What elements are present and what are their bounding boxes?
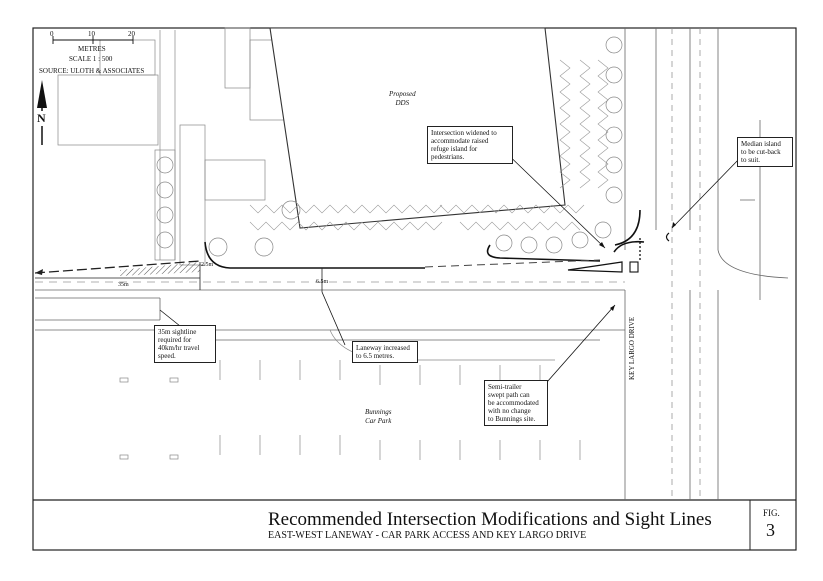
note-laneway: Laneway increased to 6.5 metres. [352, 341, 418, 363]
refuge-island-nose [629, 261, 639, 273]
dimension-25m-label: 2.5m [201, 262, 214, 268]
note-sightline: 35m sightline required for 40km/hr trave… [154, 325, 216, 363]
figure-number: 3 [766, 520, 775, 540]
sightline-hatch [120, 262, 200, 276]
drawing-subtitle: EAST-WEST LANEWAY - CAR PARK ACCESS AND … [268, 530, 587, 541]
proposed-dds-label: Proposed DDS [389, 90, 416, 107]
source-text: SOURCE: ULOTH & ASSOCIATES [39, 67, 145, 75]
trees [156, 36, 623, 257]
note-intersection: Intersection widened to accommodate rais… [427, 126, 513, 164]
laneway-edges [35, 289, 625, 341]
new-kerb-lines [204, 209, 645, 269]
scale-ratio: SCALE 1 : 500 [69, 55, 113, 63]
refuge-island [567, 261, 623, 273]
road-centreline [671, 28, 701, 500]
dimension-65m-label: 6.5m [316, 279, 329, 285]
north-label: N [37, 111, 46, 126]
dimension-35m-label: 35m [118, 282, 129, 288]
leader-arrowheads [599, 222, 676, 311]
median-island-nose [665, 232, 670, 242]
bunnings-label: Bunnings Car Park [365, 408, 392, 425]
note-semi-trailer: Semi-trailer swept path can be accommoda… [484, 380, 548, 426]
key-largo-drive-edges [624, 28, 789, 500]
scale-tick-10: 10 [88, 30, 95, 38]
road-name: KEY LARGO DRIVE [628, 316, 636, 380]
leader-lines [159, 144, 741, 391]
note-median: Median island to be cut-back to suit. [737, 137, 793, 167]
sightline-arrow [35, 269, 43, 275]
chevron-paving [249, 59, 609, 231]
left-buildings [57, 27, 286, 266]
dds-building [269, 27, 566, 229]
scale-tick-20: 20 [128, 30, 135, 38]
scale-units: METRES [78, 45, 106, 53]
kerb-dash [424, 259, 601, 268]
scale-tick-0: 0 [50, 30, 54, 38]
drawing-title: Recommended Intersection Modifications a… [268, 509, 712, 530]
scale-bar [52, 36, 134, 44]
north-arrow-icon [37, 80, 47, 108]
figure-label: FIG. [763, 508, 780, 518]
